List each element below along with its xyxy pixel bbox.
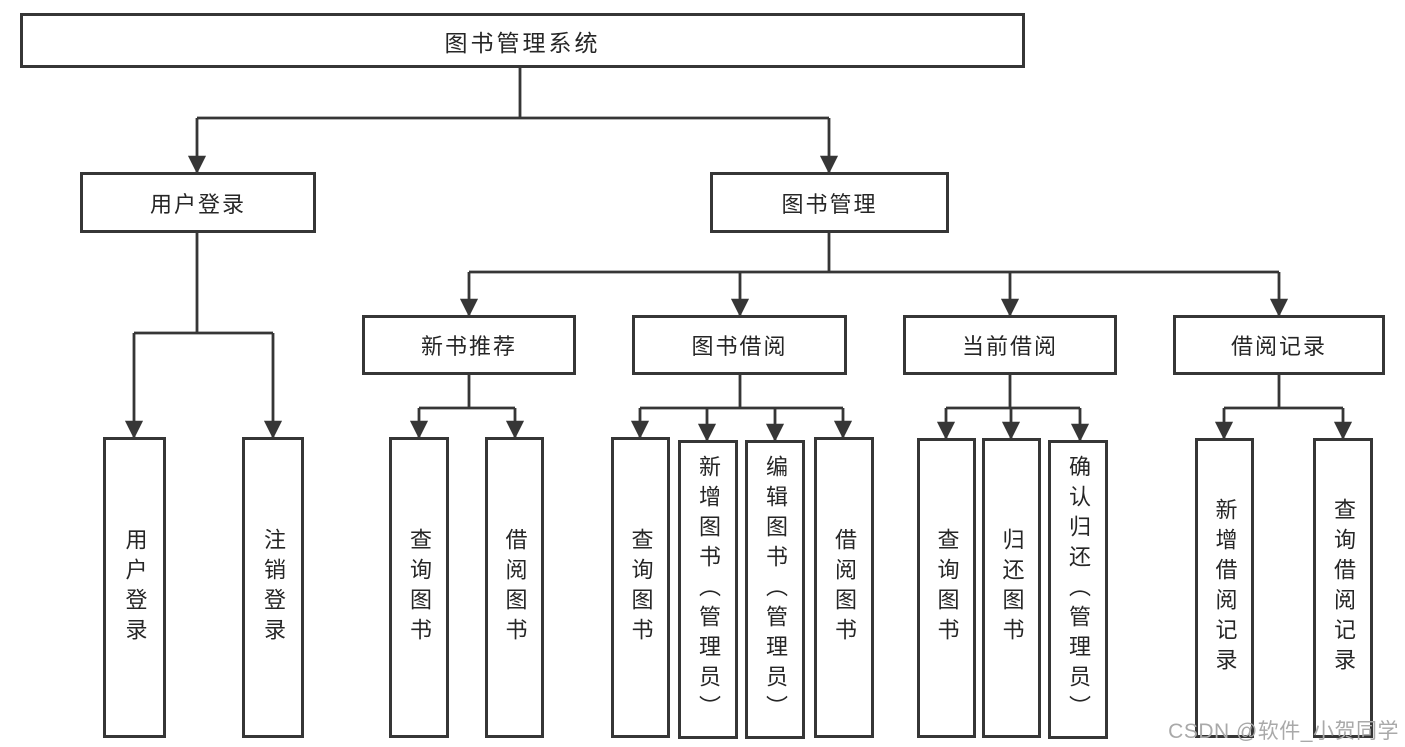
connector-arrows <box>124 118 1353 442</box>
node-book-borrowing: 图书借阅 <box>632 315 847 375</box>
leaf-br-query-record: 查询借阅记录 <box>1313 438 1373 738</box>
node-user-login-label: 用户登录 <box>149 191 246 217</box>
node-borrow-records: 借阅记录 <box>1173 315 1385 375</box>
node-library-system: 图书管理系统 <box>20 13 1025 68</box>
node-book-borrowing-label: 图书借阅 <box>691 334 788 359</box>
leaf-bb-add-books-admin: 新增图书（管理员） <box>678 440 738 739</box>
node-library-system-label: 图书管理系统 <box>444 29 601 56</box>
leaf-cb-confirm-return-admin-label: 确认归还（管理员） <box>1066 454 1091 725</box>
leaf-cb-confirm-return-admin: 确认归还（管理员） <box>1048 440 1108 739</box>
leaf-logout: 注销登录 <box>242 437 304 738</box>
leaf-cb-query-books: 查询图书 <box>917 438 976 738</box>
leaf-br-add-record: 新增借阅记录 <box>1195 438 1254 738</box>
leaf-bb-borrow-books: 借阅图书 <box>814 437 874 738</box>
connector-trunks <box>134 68 1343 410</box>
leaf-logout-label: 注销登录 <box>261 527 286 648</box>
leaf-bb-add-books-admin-label: 新增图书（管理员） <box>696 454 721 725</box>
leaf-nb-borrow-books-label: 借阅图书 <box>502 527 528 648</box>
leaf-user-login-label: 用户登录 <box>122 527 148 648</box>
leaf-bb-edit-books-admin-label: 编辑图书（管理员） <box>763 454 788 725</box>
leaf-nb-borrow-books: 借阅图书 <box>485 437 544 738</box>
leaf-nb-query-books: 查询图书 <box>389 437 449 738</box>
node-new-book-recommend-label: 新书推荐 <box>420 334 517 359</box>
leaf-bb-borrow-books-label: 借阅图书 <box>832 527 857 648</box>
leaf-br-add-record-label: 新增借阅记录 <box>1212 498 1238 678</box>
leaf-cb-return-books-label: 归还图书 <box>999 528 1025 648</box>
node-book-management-label: 图书管理 <box>781 191 878 217</box>
watermark: CSDN @软件_小贺同学 <box>1168 720 1399 743</box>
leaf-bb-query-books: 查询图书 <box>611 437 670 738</box>
node-current-borrowing-label: 当前借阅 <box>961 334 1058 359</box>
leaf-bb-edit-books-admin: 编辑图书（管理员） <box>745 440 805 739</box>
leaf-nb-query-books-label: 查询图书 <box>407 527 432 648</box>
node-borrow-records-label: 借阅记录 <box>1230 334 1327 359</box>
leaf-user-login: 用户登录 <box>103 437 166 738</box>
leaf-cb-query-books-label: 查询图书 <box>934 528 960 648</box>
leaf-br-query-record-label: 查询借阅记录 <box>1331 498 1356 678</box>
node-current-borrowing: 当前借阅 <box>903 315 1117 375</box>
leaf-bb-query-books-label: 查询图书 <box>628 527 654 648</box>
node-user-login: 用户登录 <box>80 172 316 233</box>
node-new-book-recommend: 新书推荐 <box>362 315 576 375</box>
node-book-management: 图书管理 <box>710 172 949 233</box>
leaf-cb-return-books: 归还图书 <box>982 438 1041 738</box>
